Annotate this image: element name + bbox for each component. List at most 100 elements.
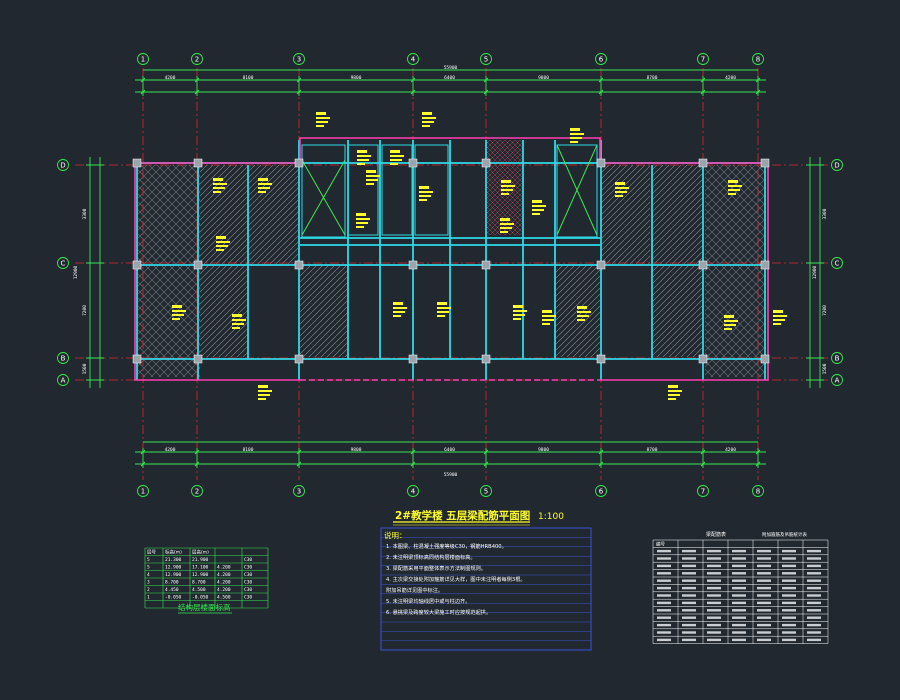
rebar-cell <box>807 623 821 627</box>
rebar-cell <box>757 579 771 582</box>
floor-table-cell: 8.700 <box>165 580 179 586</box>
rebar-cell <box>782 564 796 568</box>
rebar-cell <box>732 638 746 642</box>
svg-text:7: 7 <box>701 56 705 64</box>
dim-span: 3300 <box>82 208 88 219</box>
beam-label-mark <box>577 306 591 321</box>
floor-table-header: 标高(m) <box>165 549 182 556</box>
rebar-cell <box>807 586 821 590</box>
floor-table-header: 层高(m) <box>192 549 209 556</box>
rebar-cell <box>682 579 696 582</box>
beams <box>134 137 769 381</box>
rebar-cell <box>757 594 771 597</box>
axis-bubble-B: B <box>57 352 69 364</box>
column <box>294 158 304 168</box>
rebar-cell <box>732 586 746 590</box>
rebar-cell <box>782 557 796 560</box>
rebar-cell <box>732 616 746 619</box>
axis-bubble-D: D <box>831 159 843 171</box>
axis-bubble-2: 2 <box>191 485 203 497</box>
beam-label-mark <box>728 180 742 195</box>
floor-table-cell: 4.450 <box>165 587 179 593</box>
rebar-table-header: 编号 <box>656 541 665 548</box>
dim-span: 8100 <box>243 447 254 453</box>
rebar-cell <box>782 549 796 553</box>
beam-label-mark <box>500 218 514 233</box>
column <box>698 158 708 168</box>
svg-text:1: 1 <box>141 56 145 64</box>
rebar-cell <box>682 594 696 597</box>
rebar-cell <box>732 579 746 582</box>
dim-span: 4200 <box>725 447 736 453</box>
outline-west <box>134 163 300 381</box>
beam-label-mark <box>213 178 227 193</box>
notes-rules <box>381 537 591 642</box>
svg-text:4: 4 <box>411 488 416 496</box>
rebar-cell <box>682 616 696 619</box>
floor-table-cell: -0.050 <box>165 595 182 601</box>
notes-heading: 说明： <box>384 530 407 540</box>
svg-text:4: 4 <box>411 56 416 64</box>
column <box>596 260 606 270</box>
floor-table-cell: C30 <box>244 565 252 571</box>
dim-span: 8700 <box>647 75 658 81</box>
column <box>132 354 142 364</box>
column <box>760 158 770 168</box>
dim-span: 4200 <box>165 447 176 453</box>
svg-text:D: D <box>834 162 839 170</box>
column <box>193 354 203 364</box>
rebar-cell <box>732 564 746 568</box>
wc-room-3 <box>414 144 449 236</box>
column <box>193 158 203 168</box>
drawing-title: 2#教学楼 五层梁配筋平面图 1:100 <box>393 509 564 526</box>
svg-text:6: 6 <box>599 488 604 496</box>
rebar-cell <box>757 638 771 642</box>
floor-table-cell: 1 <box>147 595 150 601</box>
rebar-cell <box>682 549 696 553</box>
floor-table-caption: 结构层楼面标高 <box>178 602 231 612</box>
rebar-cell <box>657 586 671 590</box>
beam-label-mark <box>773 310 787 325</box>
svg-text:A: A <box>61 377 66 385</box>
axis-bubble-C: C <box>57 257 69 269</box>
svg-text:B: B <box>61 355 66 363</box>
beam-label-mark <box>356 213 370 228</box>
column <box>760 354 770 364</box>
floor-table-cell: 4.500 <box>192 587 206 593</box>
rebar-cell <box>732 609 746 612</box>
column <box>132 260 142 270</box>
rebar-cell <box>707 623 721 627</box>
rebar-cell <box>657 616 671 619</box>
rebar-cell <box>807 572 821 575</box>
rebar-cell <box>807 616 821 619</box>
rebar-table-note: 附加箍筋及吊筋统计表 <box>762 531 807 538</box>
beam-label-mark <box>668 385 682 400</box>
dim-span: 9800 <box>351 447 362 453</box>
hatch-zone-e2 <box>652 165 702 265</box>
rebar-cell <box>657 638 671 642</box>
rebar-cell <box>682 586 696 590</box>
column <box>698 354 708 364</box>
dim-span: 9800 <box>538 75 549 81</box>
shaft-2 <box>556 144 598 238</box>
column <box>408 354 418 364</box>
rebar-cell <box>657 623 671 627</box>
rebar-cell <box>657 557 671 560</box>
dim-span: 3300 <box>822 208 828 219</box>
axis-bubble-1: 1 <box>137 485 149 497</box>
column <box>408 158 418 168</box>
axis-bubble-5: 5 <box>480 485 492 497</box>
svg-text:2: 2 <box>195 488 199 496</box>
note-line: 1. 本图梁、柱混凝土强度等级C30，钢筋HRB400。 <box>386 542 507 550</box>
beam-labels <box>172 112 787 400</box>
notes-box: 说明： 1. 本图梁、柱混凝土强度等级C30，钢筋HRB400。2. 未注明梁顶… <box>380 527 592 651</box>
beam-label-mark <box>437 302 451 317</box>
axis-bubble-8: 8 <box>752 485 764 497</box>
rebar-cell <box>807 638 821 642</box>
rebar-cell <box>732 549 746 553</box>
rebar-cell <box>682 638 696 642</box>
rebar-cell <box>782 572 796 575</box>
rebar-cell <box>657 572 671 575</box>
hatch-zone-w2 <box>248 165 298 265</box>
